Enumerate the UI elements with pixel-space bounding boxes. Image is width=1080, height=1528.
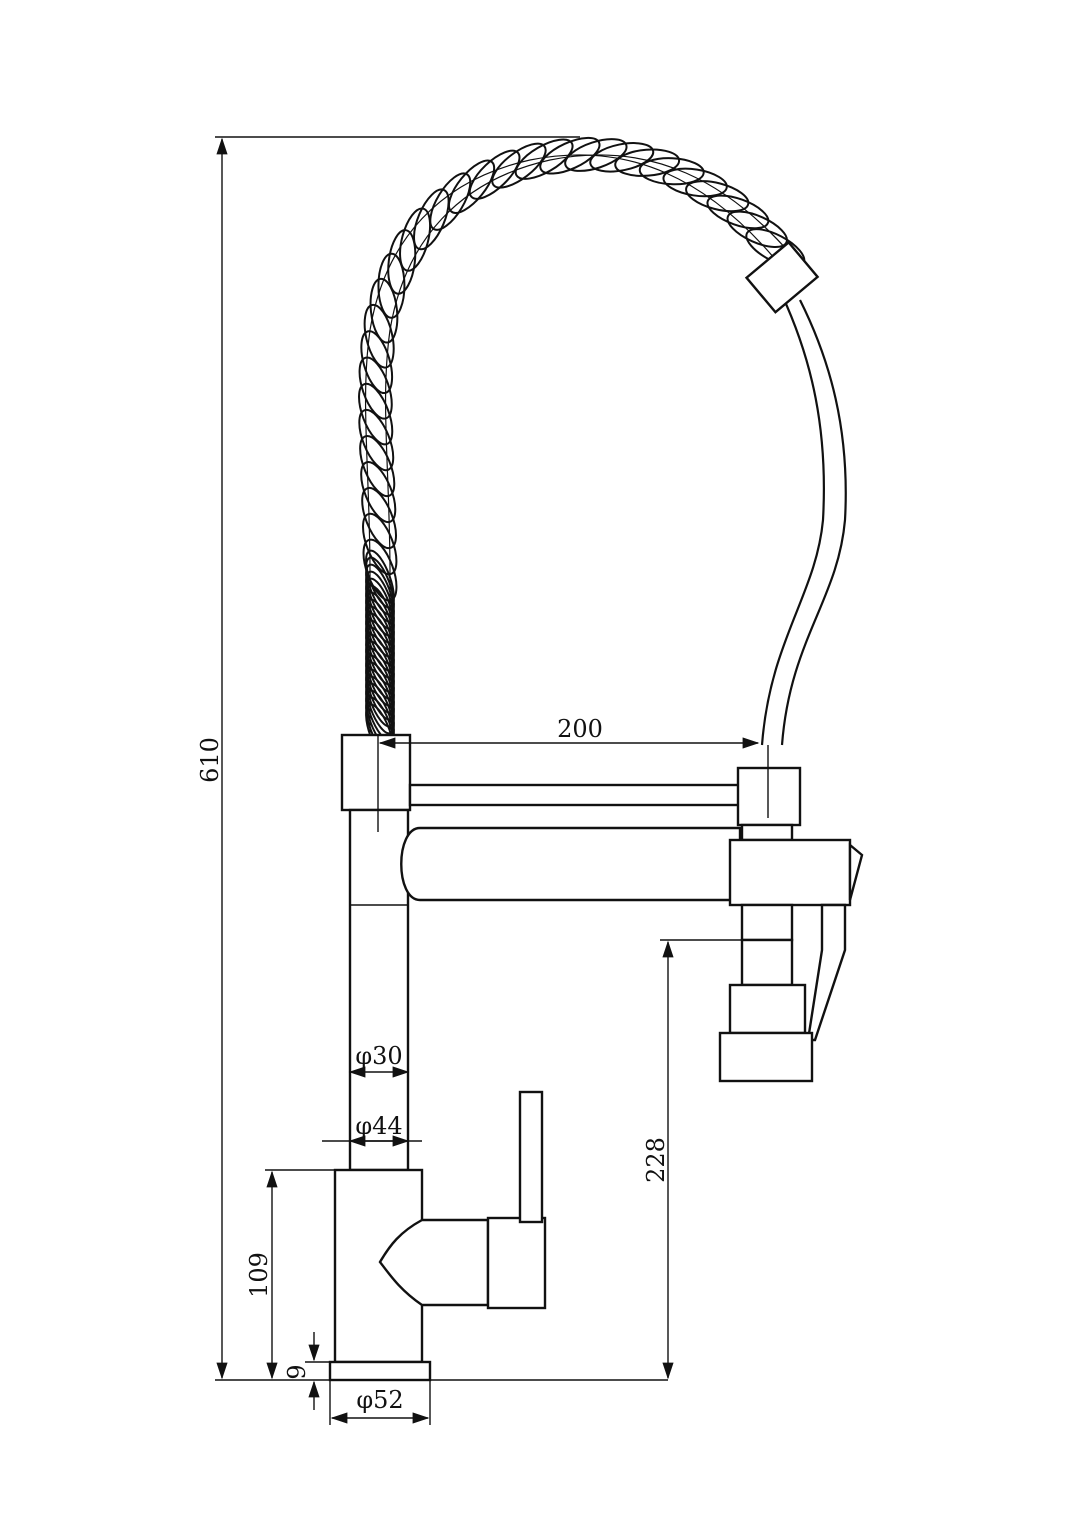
coil-loop — [377, 252, 406, 319]
dim-pipe-diameter: φ30 — [355, 1042, 402, 1070]
coil-loop — [361, 486, 398, 550]
coil-loop — [685, 180, 750, 213]
swivel-arms — [400, 783, 742, 902]
coil-loop — [614, 148, 681, 177]
coil-loop — [365, 556, 395, 616]
coil-loop — [706, 194, 770, 230]
dim-spout-height: 228 — [642, 1137, 670, 1183]
dimension-lines — [215, 136, 760, 1425]
spring-coil — [358, 136, 806, 735]
coil-loop — [468, 149, 521, 200]
coil-loop — [448, 159, 496, 214]
coil-loop — [359, 435, 396, 498]
coil-loop — [365, 570, 395, 630]
dim-spout-reach: 200 — [557, 715, 603, 743]
spray-head — [718, 1031, 814, 1083]
coil-loop — [589, 142, 655, 173]
inner-hose-line — [384, 154, 801, 735]
coil-loop — [369, 277, 399, 344]
coil-loop — [564, 138, 628, 172]
coil-loop — [387, 229, 417, 295]
dim-body-height: 109 — [245, 1252, 273, 1298]
hose-connector — [744, 240, 820, 314]
spray-head-nut — [728, 983, 807, 1035]
coil-loop — [638, 157, 705, 186]
coil-loop — [360, 460, 397, 524]
coil-loop — [399, 207, 432, 272]
faucet-body — [328, 1090, 547, 1382]
base-plate — [328, 1360, 432, 1382]
coil-loop — [365, 549, 395, 609]
coil-loop — [662, 167, 728, 198]
coil-loop — [539, 136, 601, 175]
coil-loop — [514, 138, 574, 180]
faucet-column — [340, 733, 412, 1172]
dim-collar-diameter: φ44 — [355, 1112, 402, 1140]
coil-loop — [358, 408, 395, 472]
coil-loop — [726, 210, 788, 248]
dim-base-thickness: 9 — [283, 1364, 311, 1379]
dim-overall-height: 610 — [196, 737, 224, 783]
spray-holder — [718, 745, 864, 1083]
handle-lever — [518, 1090, 544, 1224]
spray-hose — [744, 240, 847, 746]
coil-loop — [365, 563, 395, 623]
coil-loop — [491, 142, 547, 189]
inner-hose-line — [364, 154, 781, 735]
dim-base-diameter: φ52 — [356, 1386, 403, 1414]
handle-body — [486, 1216, 547, 1310]
spring-coil-dense — [365, 549, 395, 763]
coil-loop — [362, 512, 398, 576]
